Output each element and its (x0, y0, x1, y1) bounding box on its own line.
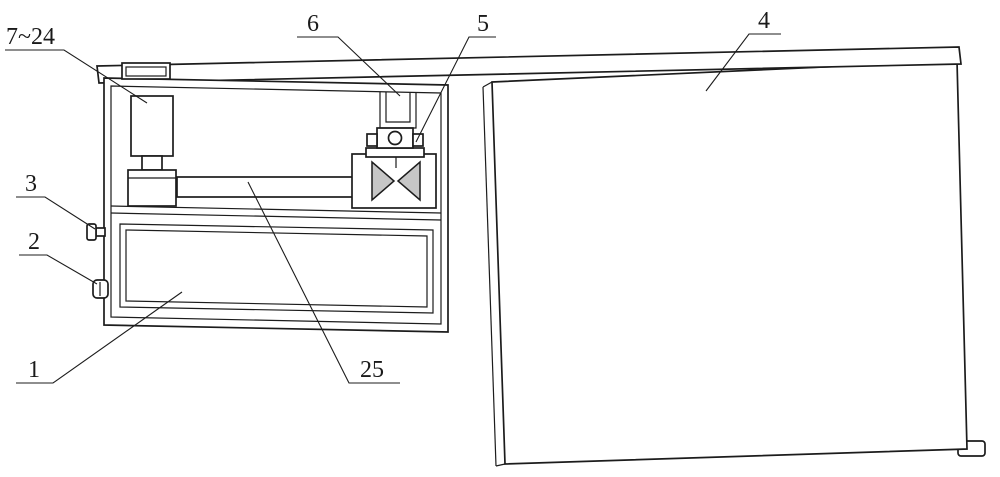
motor-neck-shape (141, 155, 163, 171)
motor-assembly (127, 95, 177, 207)
part-labels: 7~24 6 5 4 3 2 1 25 (6, 8, 770, 383)
leader-line-3 (16, 196, 96, 230)
part-label-3: 3 (25, 171, 37, 197)
leader-lines (5, 33, 781, 384)
side-knobs (86, 223, 109, 299)
part-label-7-24: 7~24 (6, 24, 55, 50)
part-label-2: 2 (28, 229, 40, 255)
leader-line-7-24 (5, 49, 148, 104)
door-panel (482, 60, 986, 467)
divider-line-upper (110, 205, 442, 214)
part-label-5: 5 (477, 11, 489, 37)
valve-bowtie-left (371, 160, 396, 202)
actuator-tab-left (366, 133, 378, 147)
top-tab-inner (125, 66, 167, 77)
leader-line-5 (415, 36, 496, 143)
part-label-4: 4 (758, 8, 770, 34)
motor-gland-shape (127, 169, 177, 207)
hanger-bracket-inner (385, 92, 411, 123)
leader-line-1 (16, 291, 183, 384)
door-panel-edge-bottom (495, 463, 506, 467)
housing-outer-wall (103, 77, 449, 333)
leader-line-6 (297, 36, 401, 97)
leader-line-4 (705, 33, 781, 92)
part-label-6: 6 (307, 11, 319, 37)
part-label-1: 1 (28, 357, 40, 383)
motor-cylinder-shape (130, 95, 174, 157)
leader-line-2 (19, 254, 98, 285)
lower-tray-inner (125, 229, 428, 308)
actuator-tab-right (412, 133, 424, 147)
actuator-knob (387, 130, 403, 146)
valve-bowtie-right (396, 160, 421, 202)
leader-line-25 (247, 181, 400, 384)
door-panel-face (491, 60, 968, 465)
slide-rail (96, 46, 962, 84)
hanger-bracket-outer (379, 92, 417, 129)
part-label-25: 25 (360, 357, 384, 383)
lower-tray (119, 223, 434, 314)
slide-rail-shape (96, 46, 962, 84)
housing-inner-wall (110, 85, 442, 325)
actuator-plate (365, 147, 425, 158)
lower-tray-outer (119, 223, 434, 314)
piston-rod-shape (176, 176, 356, 198)
valve-assembly (351, 92, 437, 209)
divider-line-lower (110, 212, 442, 221)
door-panel-edge-top (482, 81, 493, 88)
piston-rod (176, 176, 356, 198)
housing-box (103, 62, 449, 333)
knob-3-stem (95, 227, 106, 237)
door-panel-edge-line (482, 86, 497, 467)
